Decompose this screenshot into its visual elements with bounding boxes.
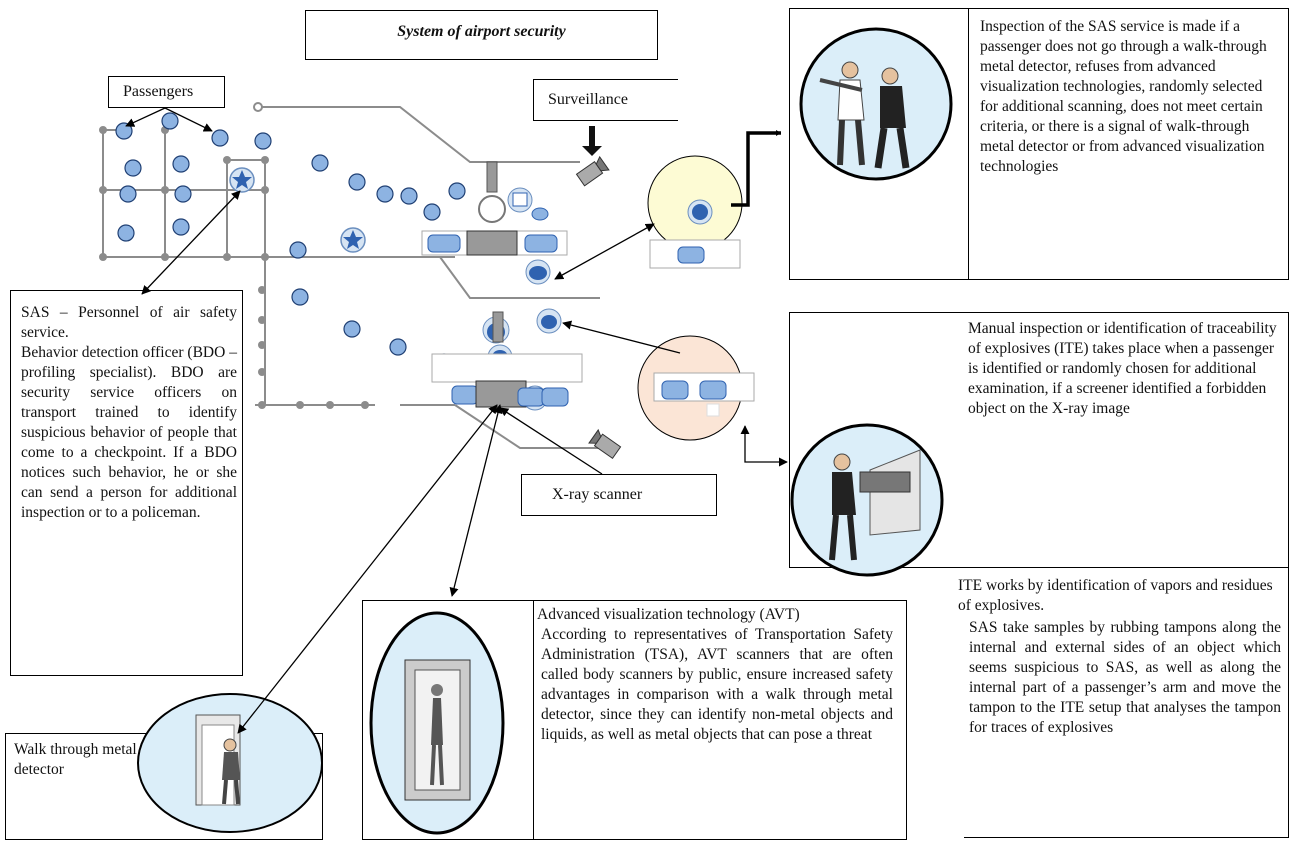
ite-box: ITE works by identification of vapors an… — [958, 568, 1289, 838]
arrows — [125, 107, 788, 734]
manual-inspection-illustration-icon — [790, 423, 944, 577]
title-box: System of airport security — [305, 10, 658, 60]
lower-checkpoint — [431, 308, 583, 411]
sas-inspection-text: Inspection of the SAS service is made if… — [980, 18, 1267, 175]
walk-through-label: Walk through metal detector — [14, 741, 137, 778]
surveillance-camera-icon — [575, 126, 610, 187]
ite-intro-text: ITE works by identification of vapors an… — [958, 577, 1273, 614]
ite-body-text: SAS take samples by rubbing tampons alon… — [969, 619, 1281, 736]
diagram-title: System of airport security — [397, 23, 566, 40]
manual-inspection-text: Manual inspection or identification of t… — [968, 320, 1277, 417]
surveillance-label: Surveillance — [548, 91, 628, 108]
divider-line — [968, 9, 969, 279]
sas-inspection-zone — [647, 130, 781, 269]
xray-scanner-label: X-ray scanner — [552, 486, 643, 503]
camera-icon-lower — [588, 428, 622, 460]
passengers-label-box: Passengers — [108, 76, 225, 108]
manual-inspection-zone — [637, 335, 755, 441]
sas-personnel-text: SAS – Personnel of air safety service. B… — [21, 304, 237, 521]
passengers — [115, 112, 695, 371]
avt-body: According to representatives of Transpor… — [541, 626, 893, 743]
passengers-label: Passengers — [123, 83, 194, 100]
upper-checkpoint — [421, 161, 568, 285]
walk-through-illustration-icon — [137, 693, 323, 833]
officer-icons — [229, 167, 366, 253]
surveillance-label-box: Surveillance — [533, 79, 678, 121]
avt-divider — [533, 601, 534, 839]
xray-label-box: X-ray scanner — [521, 474, 717, 516]
avt-title: Advanced visualization technology (AVT) — [537, 606, 800, 623]
avt-scanner-illustration-icon — [369, 611, 505, 835]
sas-illustration-icon — [799, 27, 953, 181]
sas-personnel-box: SAS – Personnel of air safety service. B… — [10, 290, 243, 676]
